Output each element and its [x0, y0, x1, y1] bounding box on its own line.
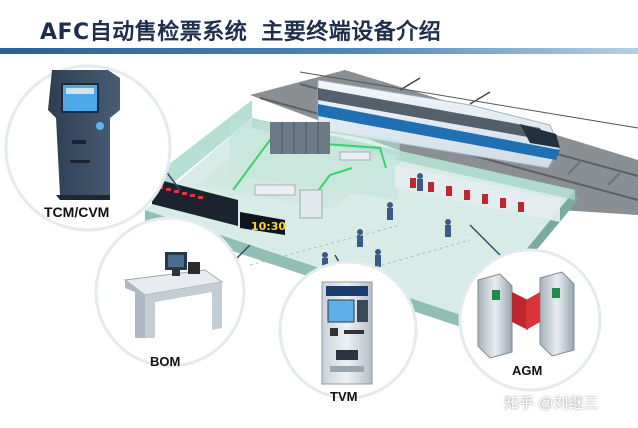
callout-agm: [458, 248, 602, 392]
title-main: AFC自动售检票系统: [40, 20, 248, 45]
callout-bom: [94, 216, 246, 368]
bom-desk-graphic: [123, 252, 224, 338]
callout-tcm-cvm: [4, 64, 172, 232]
watermark: 知乎 @刘继三: [504, 395, 599, 412]
page-title: AFC自动售检票系统主要终端设备介绍: [40, 14, 441, 46]
title-sub: 主要终端设备介绍: [261, 20, 442, 45]
label-agm: AGM: [512, 363, 543, 378]
label-tcm-cvm: TCM/CVM: [44, 204, 110, 220]
station-clock: 10:30: [251, 220, 286, 233]
passengers: [322, 173, 451, 270]
tvm-machine-graphic: [321, 281, 373, 385]
callout-tvm: [278, 260, 418, 400]
label-tvm: TVM: [330, 389, 358, 404]
gate-row: [395, 165, 560, 222]
agm-gate-graphic: [477, 271, 575, 359]
tcm-kiosk-graphic: [48, 70, 120, 200]
title-underline: [0, 48, 638, 54]
label-bom: BOM: [150, 354, 181, 369]
metro-train: [299, 71, 638, 169]
